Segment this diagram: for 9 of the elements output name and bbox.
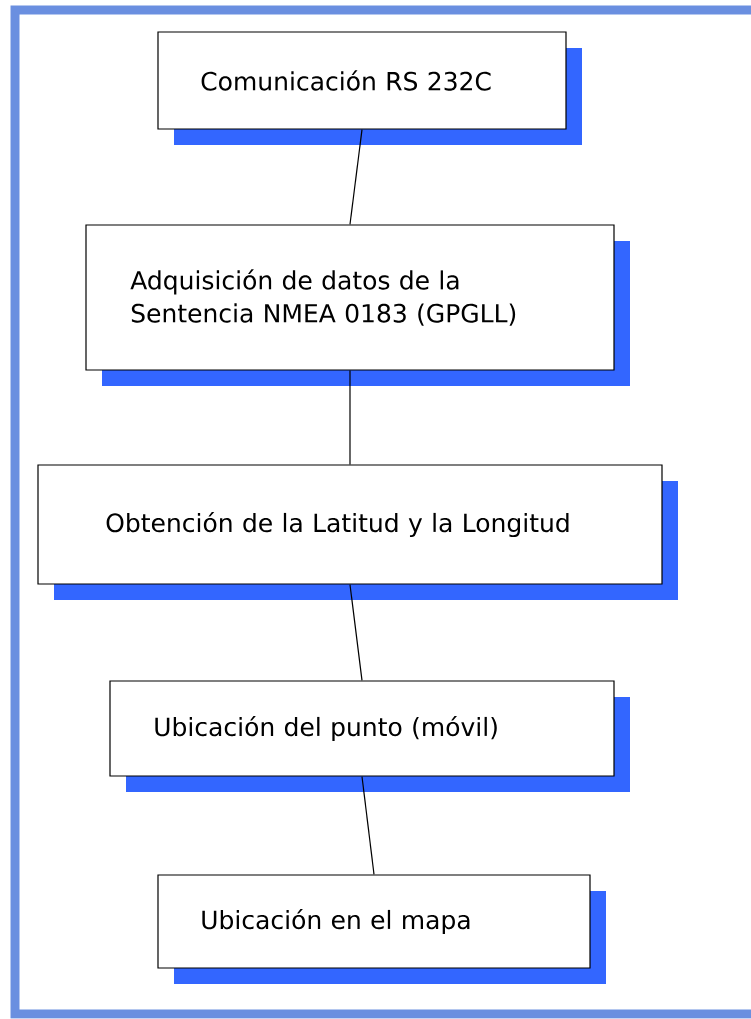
connector-line [349, 129, 363, 225]
process-box: Adquisición de datos de la Sentencia NMEA 0183 (GPGLL) [85, 224, 630, 386]
connector-line [349, 370, 351, 465]
connector-line [361, 776, 375, 875]
process-box: Ubicación del punto (móvil) [109, 680, 630, 792]
process-box: Ubicación en el mapa [157, 874, 606, 984]
process-box: Comunicación RS 232C [157, 31, 582, 145]
process-box: Obtención de la Latitud y la Longitud [37, 464, 678, 600]
connector-line [349, 584, 363, 681]
